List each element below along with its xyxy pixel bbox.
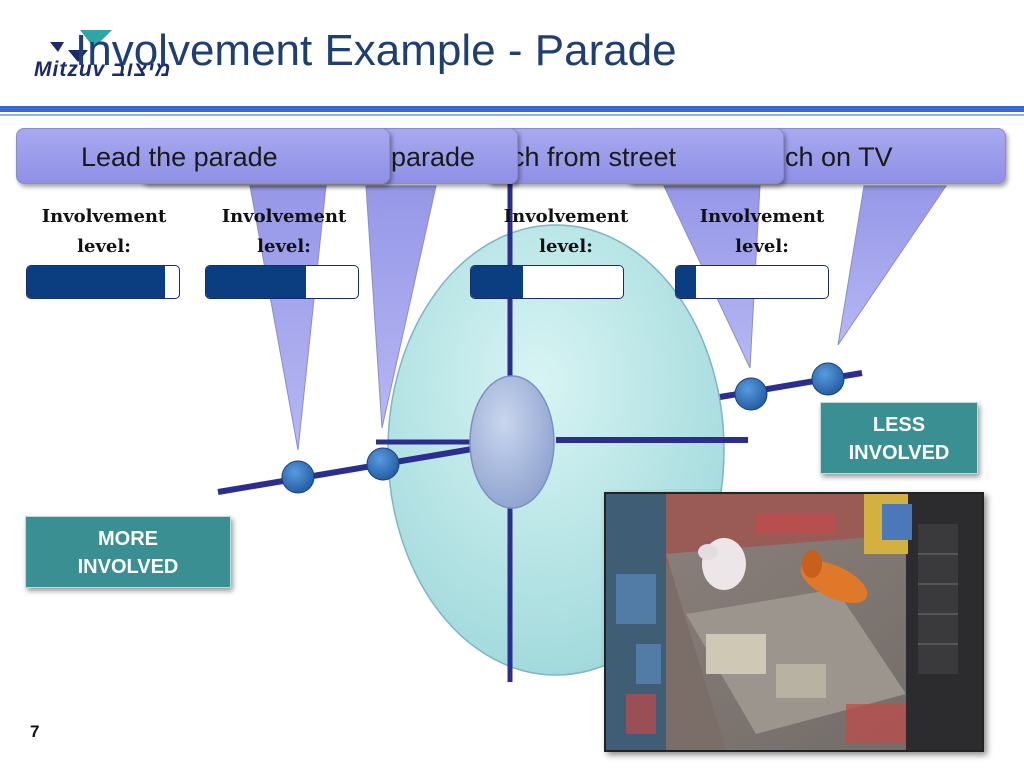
node-tv xyxy=(811,362,845,396)
node-lead xyxy=(281,460,315,494)
involvement-bar-2 xyxy=(205,265,359,299)
logo-text: Mitzuv מיצוב xyxy=(34,58,172,81)
callout-tail-1 xyxy=(249,185,327,451)
parade-photo xyxy=(604,492,984,752)
slide-title: Involvement Example - Parade xyxy=(75,26,677,75)
center-hub xyxy=(469,375,555,509)
callout-lead: Lead the parade xyxy=(16,128,390,184)
involvement-bar-fill xyxy=(27,266,166,298)
callout-watch-street: ch from street xyxy=(486,128,784,184)
node-march xyxy=(366,447,400,481)
involvement-bar-fill xyxy=(471,266,523,298)
mitzuv-logo xyxy=(50,30,112,62)
callout-label: Lead the parade xyxy=(81,142,278,172)
parade-photo-image xyxy=(606,494,982,750)
involvement-bar-1 xyxy=(26,265,180,299)
callout-label: ch on TV xyxy=(785,142,893,172)
page-number: 7 xyxy=(30,722,40,741)
node-street xyxy=(734,377,768,411)
involvement-bar-fill xyxy=(676,266,696,298)
callout-tail-2 xyxy=(365,185,437,429)
involvement-bar-3 xyxy=(470,265,624,299)
involvement-bar-4 xyxy=(675,265,829,299)
title-rule xyxy=(0,106,1024,112)
callout-label: parade xyxy=(391,142,476,172)
involvement-bar-fill xyxy=(206,266,307,298)
title-rule-thin xyxy=(0,114,1024,116)
callout-tail-4 xyxy=(837,185,947,346)
lower-involvement-line xyxy=(217,440,509,495)
callout-label: ch from street xyxy=(511,142,677,172)
